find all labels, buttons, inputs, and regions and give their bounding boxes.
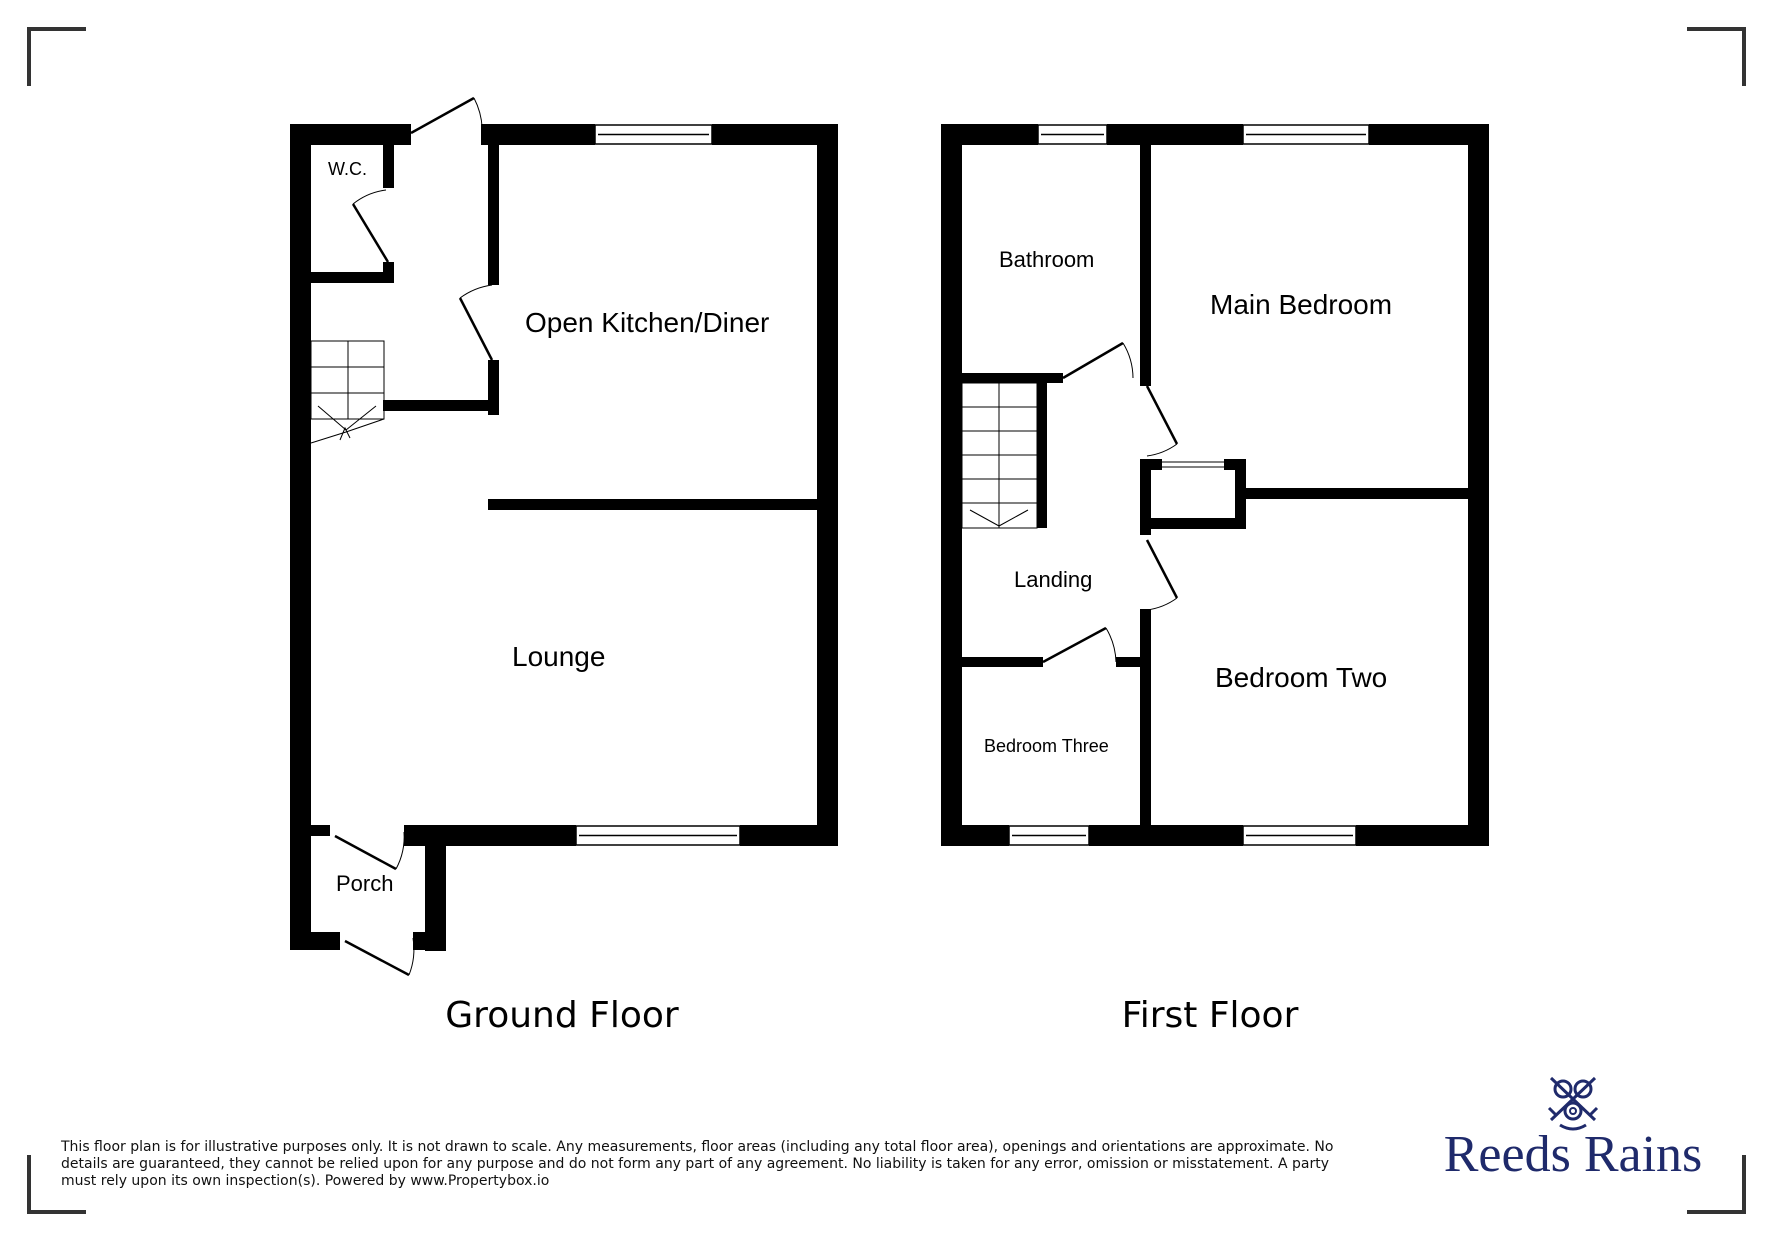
ground-floor-windows [575,124,741,846]
ground-floor-doors [334,96,494,977]
cupboard-sliding-door [1162,461,1224,468]
first-floor-doors [1042,341,1179,664]
kitchen-label: Open Kitchen/Diner [525,307,769,338]
wc-label: W.C. [328,159,367,179]
lounge-window [575,825,741,846]
first-floor-stairs [961,382,1038,529]
bedroom-three-label: Bedroom Three [984,736,1109,756]
first-floor-walls [941,124,1489,846]
bathroom-label: Bathroom [999,247,1094,272]
crossed-keys-icon [1547,1076,1599,1131]
main-bedroom-window [1242,124,1370,145]
lounge-label: Lounge [512,641,605,672]
ground-floor-walls [290,124,838,951]
bedroom-two-window [1242,825,1357,846]
bathroom-window [1037,124,1108,145]
porch-label: Porch [336,871,393,896]
ground-floor-plan: W.C. Open Kitchen/Diner Lounge Porch Gro… [290,96,838,1036]
brand-logo: Reeds Rains [1444,1076,1703,1183]
ground-floor-title: Ground Floor [445,995,679,1036]
first-floor-title: First Floor [1122,995,1299,1036]
bedroom-three-window [1008,825,1090,846]
main-bedroom-label: Main Bedroom [1210,289,1392,320]
disclaimer-text: This floor plan is for illustrative purp… [61,1139,1334,1189]
ground-floor-stairs [310,340,385,444]
landing-label: Landing [1014,567,1092,592]
crop-marks [27,27,1746,1214]
first-floor-plan: Bathroom Main Bedroom Landing Bedroom Tw… [941,124,1489,1036]
first-floor-labels: Bathroom Main Bedroom Landing Bedroom Tw… [984,247,1392,756]
brand-name: Reeds Rains [1444,1126,1703,1183]
kitchen-window [594,124,713,145]
first-floor-windows [1008,124,1370,846]
bedroom-two-label: Bedroom Two [1215,662,1387,693]
ground-floor-labels: W.C. Open Kitchen/Diner Lounge Porch [328,159,769,896]
